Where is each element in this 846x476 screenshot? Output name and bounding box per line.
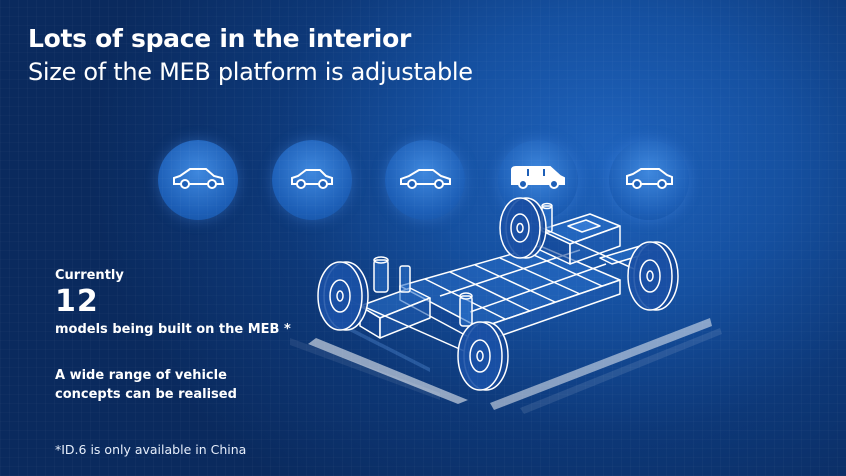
vehicle-circle-5 bbox=[609, 140, 689, 220]
front-right-wheel bbox=[627, 241, 679, 311]
vehicle-circle-3 bbox=[385, 140, 465, 220]
vehicle-circle-2 bbox=[272, 140, 352, 220]
stats-description: models being built on the MEB * bbox=[55, 322, 291, 337]
suv-car-icon bbox=[626, 168, 673, 189]
rear-left-wheel bbox=[317, 261, 369, 331]
stats-label: Currently bbox=[55, 268, 124, 283]
hatchback-car-icon bbox=[173, 168, 225, 189]
concepts-text: A wide range of vehicle concepts can be … bbox=[55, 368, 237, 402]
compact-car-icon bbox=[291, 169, 333, 189]
stats-number: 12 bbox=[55, 284, 99, 319]
van-car-icon bbox=[511, 166, 565, 189]
slide-subtitle: Size of the MEB platform is adjustable bbox=[28, 58, 473, 86]
front-left-wheel bbox=[499, 197, 547, 259]
rear-right-wheel bbox=[457, 321, 509, 391]
slide-title: Lots of space in the interior bbox=[28, 24, 411, 53]
vehicle-circle-1 bbox=[158, 140, 238, 220]
sedan-car-icon bbox=[400, 169, 451, 189]
footnote: *ID.6 is only available in China bbox=[55, 442, 247, 457]
meb-platform-illustration bbox=[290, 197, 722, 414]
